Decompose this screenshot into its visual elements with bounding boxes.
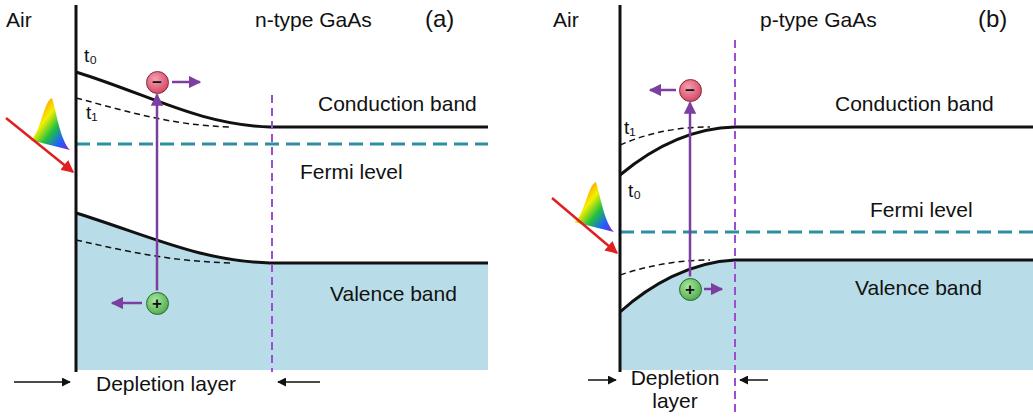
carrier-sign: − [152,74,162,91]
carrier-sign: + [685,281,695,298]
time-label: t₁ [86,103,98,124]
excitation-arrow [156,95,159,291]
carrier-circle: − [146,71,169,94]
region-label: Depletion layer [624,366,726,412]
band-label: Conduction band [835,92,994,115]
region-label: Depletion layer [96,372,236,395]
material-label: n-type GaAs [255,8,372,31]
time-label: t₀ [628,181,641,202]
time-label: t₀ [84,46,97,67]
band-label: Valence band [330,282,457,305]
time-label: t₁ [624,118,636,139]
excitation-arrow [689,103,692,277]
carrier-sign: + [152,295,162,312]
panel-title: Air [553,8,579,31]
band-label: Conduction band [318,92,477,115]
panel-letter: (a) [425,6,454,32]
band-label: Valence band [855,276,982,299]
panel-title: Air [6,8,32,31]
carrier-circle: + [146,292,169,315]
level-label: Fermi level [870,198,973,221]
carrier-sign: − [685,82,695,99]
carrier-circle: + [679,278,702,301]
material-label: p-type GaAs [760,8,877,31]
level-label: Fermi level [300,160,403,183]
panel-letter: (b) [978,6,1007,32]
carrier-circle: − [679,79,702,102]
